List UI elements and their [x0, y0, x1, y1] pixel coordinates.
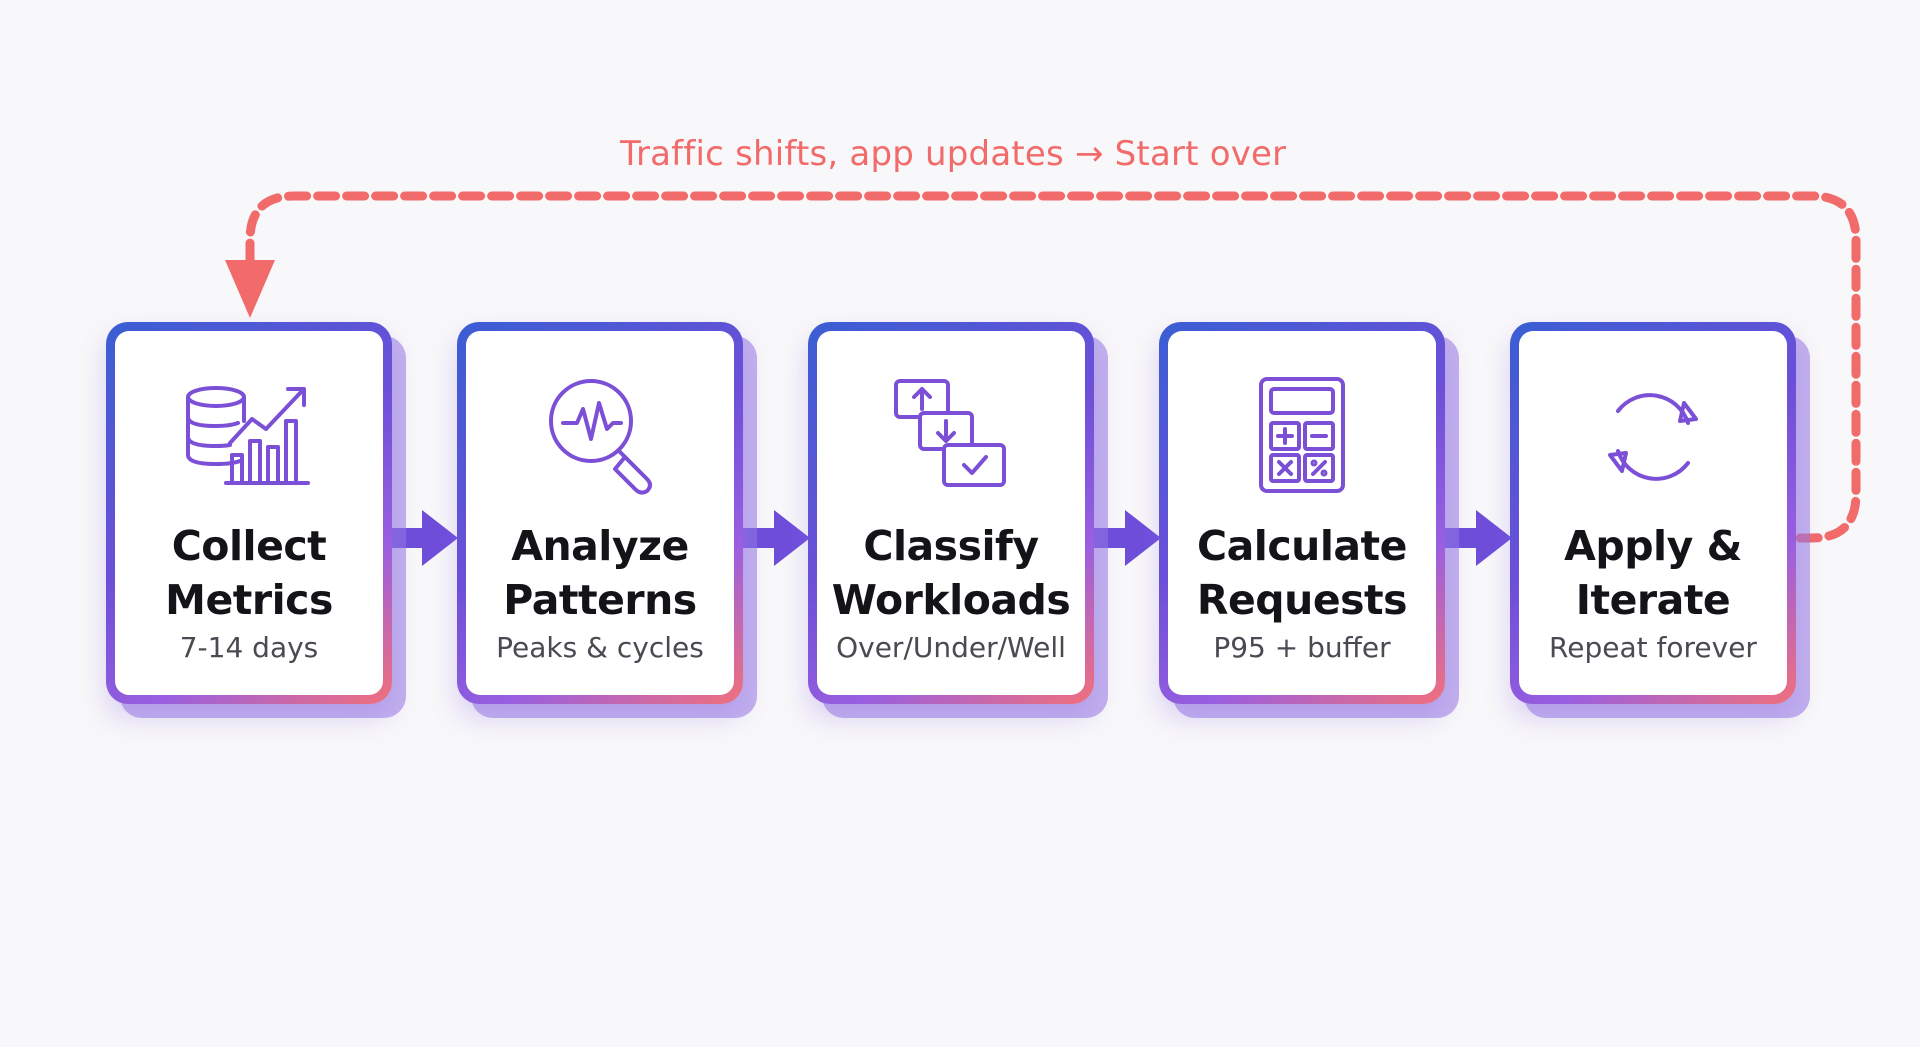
step-title: Calculate Requests [1196, 522, 1408, 624]
flow-arrow-1 [386, 510, 458, 566]
step-card-calculate-requests: Calculate Requests P95 + buffer [1159, 322, 1459, 718]
step-subtitle: Peaks & cycles [496, 631, 704, 664]
step-title: Apply & Iterate [1564, 522, 1742, 624]
feedback-loop-arrowhead [225, 260, 275, 318]
step-title: Classify Workloads [831, 522, 1071, 624]
step-card-classify-workloads: Classify Workloads Over/Under/Well [808, 322, 1108, 718]
step-subtitle: Over/Under/Well [836, 631, 1066, 664]
flow-arrow-3 [1089, 510, 1161, 566]
step-subtitle: Repeat forever [1549, 631, 1757, 664]
flow-arrow-4 [1440, 510, 1512, 566]
database-growth-chart-icon [186, 386, 310, 485]
calculator-icon [1259, 377, 1345, 493]
refresh-cycle-icon [1608, 393, 1698, 481]
step-card-apply-iterate: Apply & Iterate Repeat forever [1510, 322, 1810, 718]
step-subtitle: 7-14 days [179, 631, 319, 664]
step-title: Analyze Patterns [503, 522, 697, 624]
step-card-collect-metrics: Collect Metrics 7-14 days [106, 322, 406, 718]
feedback-loop-label: Traffic shifts, app updates → Start over [620, 134, 1287, 174]
step-card-analyze-patterns: Analyze Patterns Peaks & cycles [457, 322, 757, 718]
flow-arrow-2 [738, 510, 810, 566]
stacked-boxes-icon [894, 379, 1006, 487]
step-subtitle: P95 + buffer [1213, 631, 1391, 664]
step-title: Collect Metrics [165, 522, 333, 624]
feedback-loop-path [245, 191, 1861, 543]
magnifier-pulse-icon [549, 379, 652, 495]
